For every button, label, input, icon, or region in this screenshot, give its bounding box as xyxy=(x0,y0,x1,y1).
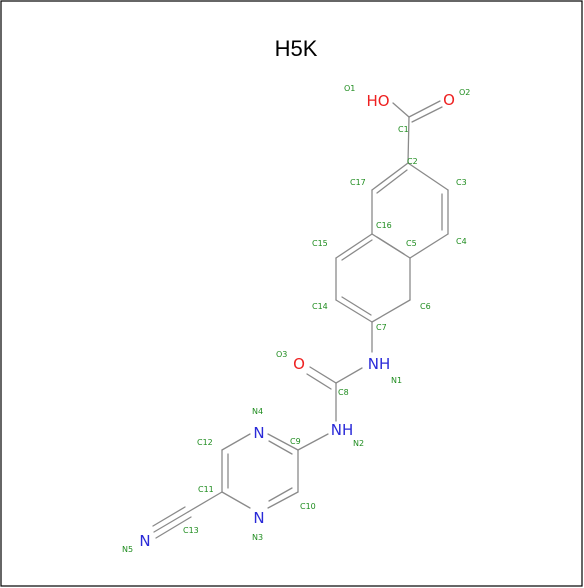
bond-c9-n4 xyxy=(267,433,299,451)
label-c16: C16 xyxy=(376,221,392,230)
bond-c16-c15-inner xyxy=(341,239,373,261)
label-o1: O1 xyxy=(344,84,355,93)
label-c10: C10 xyxy=(300,502,316,511)
bond-c8-o3 xyxy=(309,366,337,384)
bond-c5-c16-inner xyxy=(376,236,405,255)
atom-o3: O xyxy=(293,355,305,373)
bond-c17-c2-inner xyxy=(376,169,408,194)
bond-c13-n5-lower xyxy=(155,516,192,539)
atom-n1: NH xyxy=(368,355,391,373)
bond-c1-o2-double xyxy=(411,106,443,123)
label-o2: O2 xyxy=(459,88,470,97)
atom-n5: N xyxy=(139,532,150,550)
bond-n4-c12 xyxy=(221,433,251,451)
bond-n3-c10 xyxy=(267,491,299,509)
bond-c13-n5 xyxy=(153,511,189,533)
label-n4: N4 xyxy=(252,407,263,416)
label-c13: C13 xyxy=(183,526,199,535)
label-c11: C11 xyxy=(198,485,214,494)
bond-c13-n5-upper xyxy=(152,506,186,527)
bond-c4-c5 xyxy=(409,233,449,259)
bond-c11-n3 xyxy=(221,491,251,509)
bond-c16-c15 xyxy=(335,233,373,259)
bond-o1-c1 xyxy=(392,102,410,118)
atom-o2: O xyxy=(443,91,455,109)
bond-n2-c9 xyxy=(297,433,329,451)
label-c15: C15 xyxy=(312,239,328,248)
bond-lines xyxy=(152,100,449,539)
label-c5: C5 xyxy=(406,239,417,248)
bond-n3-c10-inner xyxy=(268,487,293,502)
heteroatom-labels: HO O NH O NH N N N xyxy=(139,91,455,550)
label-c6: C6 xyxy=(420,302,431,311)
atom-n3: N xyxy=(253,509,264,527)
label-n2: N2 xyxy=(353,439,364,448)
label-c4: C4 xyxy=(456,237,467,246)
bond-c14-c7 xyxy=(335,299,373,323)
bond-c17-c2 xyxy=(371,162,409,191)
label-c7: C7 xyxy=(376,323,387,332)
bond-c8-o3-double xyxy=(306,373,332,390)
atom-n4: N xyxy=(253,424,264,442)
label-o3: O3 xyxy=(276,350,287,359)
label-c8: C8 xyxy=(338,388,349,397)
bond-n1-c8 xyxy=(335,367,363,384)
molecule-title: H5K xyxy=(275,36,318,61)
bond-c14-c7-inner xyxy=(341,296,372,316)
label-c14: C14 xyxy=(312,302,328,311)
bond-c11-c13 xyxy=(187,491,223,513)
label-c3: C3 xyxy=(456,178,467,187)
label-n3: N3 xyxy=(252,533,263,542)
atom-ho: HO xyxy=(366,92,389,110)
label-c2: C2 xyxy=(407,157,418,166)
label-c17: C17 xyxy=(350,178,366,187)
label-n1: N1 xyxy=(391,376,402,385)
bond-c7-c6 xyxy=(371,299,411,323)
atom-name-labels: O1 O2 C1 C2 C3 C17 C16 C5 C4 C15 C14 C6 … xyxy=(122,84,470,554)
bond-c2-c3 xyxy=(407,162,449,191)
bond-c1-c2 xyxy=(407,116,410,164)
atom-n2: NH xyxy=(331,421,354,439)
bond-c1-o2 xyxy=(408,100,441,118)
label-c1: C1 xyxy=(398,125,409,134)
label-c9: C9 xyxy=(290,437,301,446)
label-n5: N5 xyxy=(122,545,133,554)
label-c12: C12 xyxy=(197,438,213,447)
bond-c9-n4-inner xyxy=(268,440,293,455)
